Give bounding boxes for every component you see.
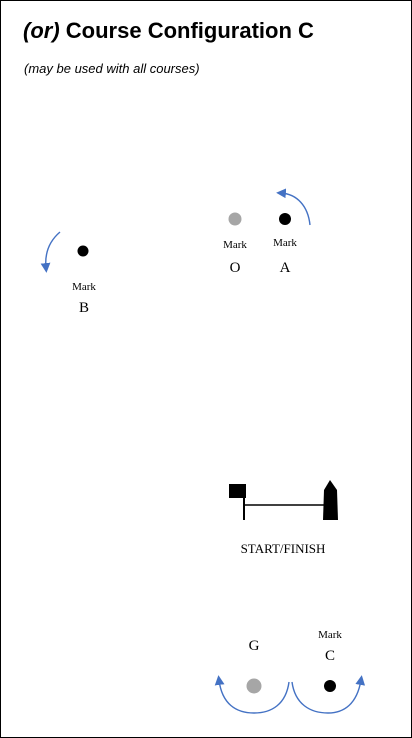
- title-main: Course Configuration C: [65, 18, 314, 43]
- mark-o-icon: [228, 212, 242, 226]
- mark-a-rounding-arrow: [276, 188, 311, 226]
- mark-b-rounding-arrow: [40, 231, 61, 273]
- page-subtitle: (may be used with all courses): [24, 61, 200, 76]
- mark-g-icon: [246, 678, 262, 694]
- mark-c-icon: [324, 680, 336, 692]
- mark-a-word: Mark: [273, 237, 297, 249]
- mark-b-icon: [77, 245, 89, 257]
- mark-c-letter: C: [325, 648, 335, 664]
- mark-g-letter: G: [249, 638, 260, 654]
- page-title: (or) Course Configuration C: [23, 18, 314, 44]
- mark-a-icon: [279, 213, 291, 225]
- mark-b-letter: B: [79, 300, 89, 316]
- mark-o-word: Mark: [223, 239, 247, 251]
- mark-c-word: Mark: [318, 629, 342, 641]
- mark-b-word: Mark: [72, 281, 96, 293]
- start-finish-line: [229, 480, 338, 520]
- mark-o-letter: O: [230, 260, 241, 276]
- flag-icon: [229, 484, 246, 498]
- start-finish-label: START/FINISH: [241, 541, 326, 556]
- gate-right-rounding-arrow: [291, 675, 366, 714]
- gate-left-rounding-arrow: [214, 675, 290, 714]
- boat-icon: [323, 480, 338, 520]
- mark-a-letter: A: [280, 260, 291, 276]
- title-prefix: (or): [23, 18, 60, 43]
